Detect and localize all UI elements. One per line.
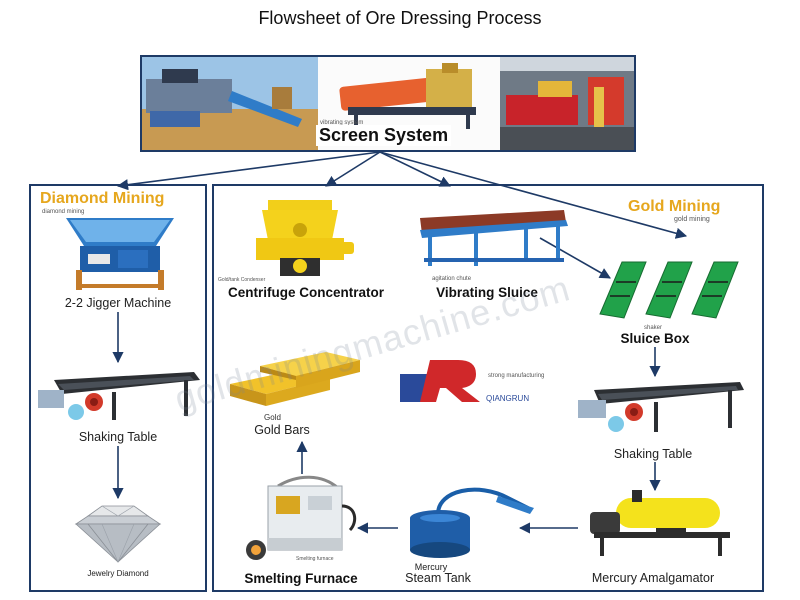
trommel-plant-photo xyxy=(142,57,318,150)
vibrating-sluice-label: Vibrating Sluice xyxy=(436,285,538,300)
vibrating-sluice-image xyxy=(420,210,568,266)
screen-system-photos xyxy=(142,57,634,150)
gold-shaking-table-image xyxy=(578,382,744,432)
steam-tank-label-2: Steam Tank xyxy=(405,571,471,585)
screen-system-caption: vibrating system xyxy=(320,120,364,126)
gold-bars-small-label: Gold xyxy=(264,413,281,422)
screen-system-frame xyxy=(140,55,636,152)
diamond-shaking-table-label: Shaking Table xyxy=(78,430,158,444)
gold-bars-image xyxy=(230,352,360,406)
gold-shaking-table-label: Shaking Table xyxy=(613,447,693,461)
qiangrun-logo xyxy=(400,360,480,402)
mercury-amalgamator-label: Mercury Amalgamator xyxy=(591,571,715,585)
jigger-machine-image xyxy=(66,218,174,290)
smelting-furnace-caption: Smelting furnace xyxy=(296,556,334,562)
smelting-furnace-label: Smelting Furnace xyxy=(244,571,358,586)
centrifuge-caption: Gold/tank Condenser xyxy=(218,277,266,283)
arrow-to-sluice xyxy=(379,151,452,187)
vibrating-sluice-caption: agitation chute xyxy=(432,276,472,282)
brand-tagline: strong manufacturing xyxy=(488,373,545,379)
sluice-box-label: Sluice Box xyxy=(620,331,690,346)
centrifuge-concentrator-label: Centrifuge Concentrator xyxy=(227,285,384,300)
gold-mining-heading: Gold Mining xyxy=(628,198,721,215)
centrifuge-concentrator-image xyxy=(256,200,354,276)
gold-mining-subheading: gold mining xyxy=(674,216,710,223)
brand-name: QIANGRUN xyxy=(486,394,530,403)
sluice-box-caption: shaker xyxy=(644,325,663,331)
gold-mining-panel xyxy=(212,184,764,592)
arrow-to-diamond xyxy=(116,151,381,191)
arrow-to-sluice-box xyxy=(379,151,688,239)
sluice-box-image xyxy=(599,261,739,319)
gold-bars-label: Gold Bars xyxy=(254,423,310,437)
diamond-mining-subheading: diamond mining xyxy=(42,209,85,215)
mercury-amalgamator-image xyxy=(590,490,730,556)
diamond-shaking-table-image xyxy=(38,372,200,420)
mercury-steam-tank-image xyxy=(410,487,534,558)
diamond-mining-heading: Diamond Mining xyxy=(40,190,165,207)
screen-system-label: Screen System xyxy=(316,125,452,146)
page-title: Flowsheet of Ore Dressing Process xyxy=(258,8,542,28)
arrow-vib-to-box xyxy=(539,237,611,279)
factory-photo xyxy=(500,57,634,150)
arrow-to-centrifuge xyxy=(325,151,381,187)
steam-tank-label-1: Mercury xyxy=(414,562,448,572)
diamond-image xyxy=(74,505,162,563)
jewelry-diamond-label: Jewelry Diamond xyxy=(87,569,149,578)
jigger-machine-label: 2-2 Jigger Machine xyxy=(64,296,172,310)
smelting-furnace-image xyxy=(246,475,357,560)
